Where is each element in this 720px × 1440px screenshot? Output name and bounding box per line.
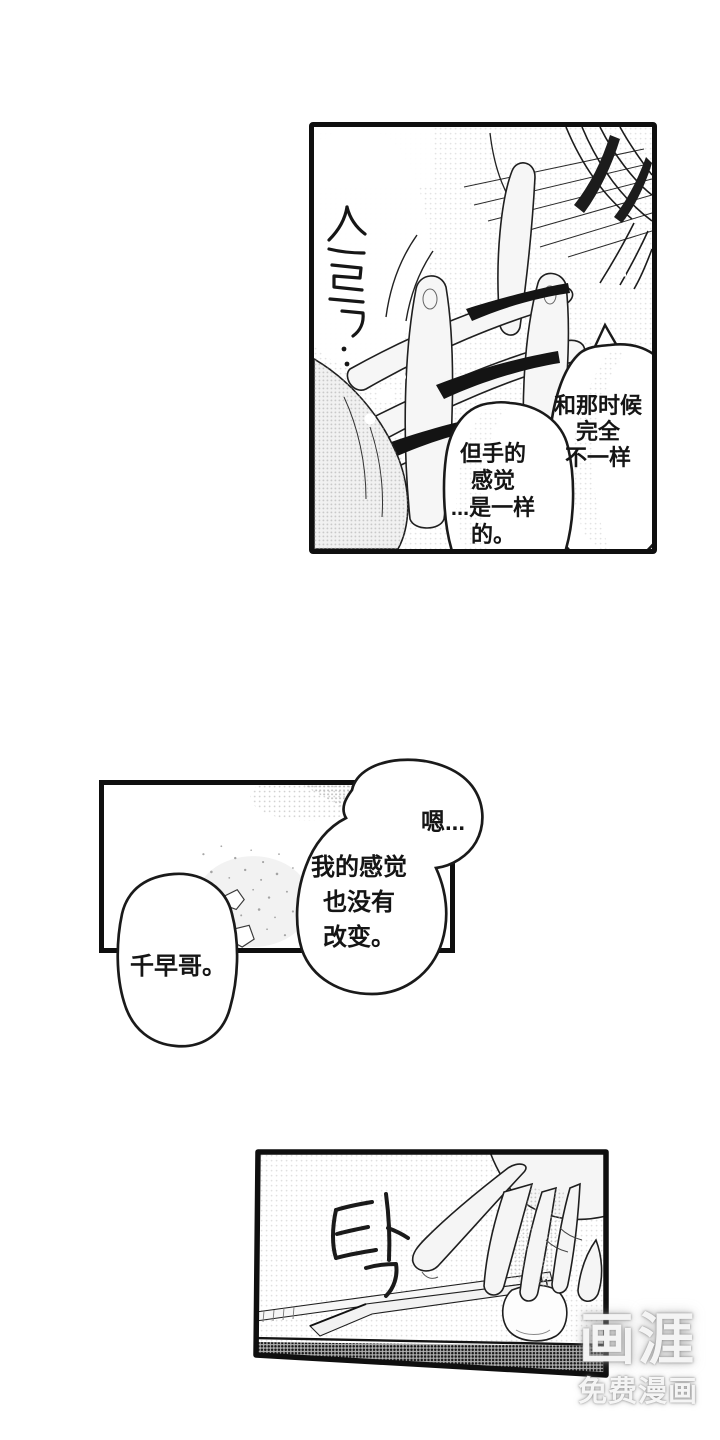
bubble-line: 的。 — [470, 522, 515, 547]
motion-lines — [385, 234, 434, 322]
speech-bubble-shapes — [442, 322, 652, 549]
bubble-line: 但手的 — [459, 441, 526, 466]
bubble-line: 改变。 — [323, 924, 395, 951]
panel-top: 和那时候 完全 不一样 但手的 感觉 ...是一样 的。 — [309, 122, 657, 554]
panel-top-artwork — [314, 127, 652, 549]
bubble-line: 完全 — [575, 419, 620, 444]
table-surface-line — [256, 1336, 606, 1347]
speech-bubble-small-text: 千早哥。 — [130, 953, 226, 980]
sfx-tak-icon — [331, 1192, 410, 1298]
speech-bubble-right-text: 和那时候 完全 不一样 — [541, 393, 652, 471]
chopstick-rest — [501, 1284, 568, 1342]
speech-bubble-big-topline: 嗯... — [420, 809, 465, 836]
bubble-line: 我的感觉 — [311, 854, 407, 881]
bubble-line: 和那时候 — [553, 393, 642, 418]
panel-bottom — [253, 1149, 609, 1378]
hand-placing-chopsticks — [411, 1152, 606, 1302]
sfx-seureuk-icon — [327, 205, 367, 367]
speech-bubble-big-text: 我的感觉 也没有 改变。 — [291, 850, 427, 955]
speech-bubble-left-text: 但手的 感觉 ...是一样 的。 — [431, 440, 555, 548]
arm-sleeve — [314, 358, 409, 549]
bubble-line: 也没有 — [323, 889, 395, 916]
panel-frame-border — [253, 1149, 609, 1378]
hair-strands — [565, 127, 652, 290]
bubble-line: 不一样 — [564, 445, 631, 470]
bubble-line: ...是一样 — [450, 495, 536, 520]
bubble-line: 感觉 — [470, 468, 515, 493]
